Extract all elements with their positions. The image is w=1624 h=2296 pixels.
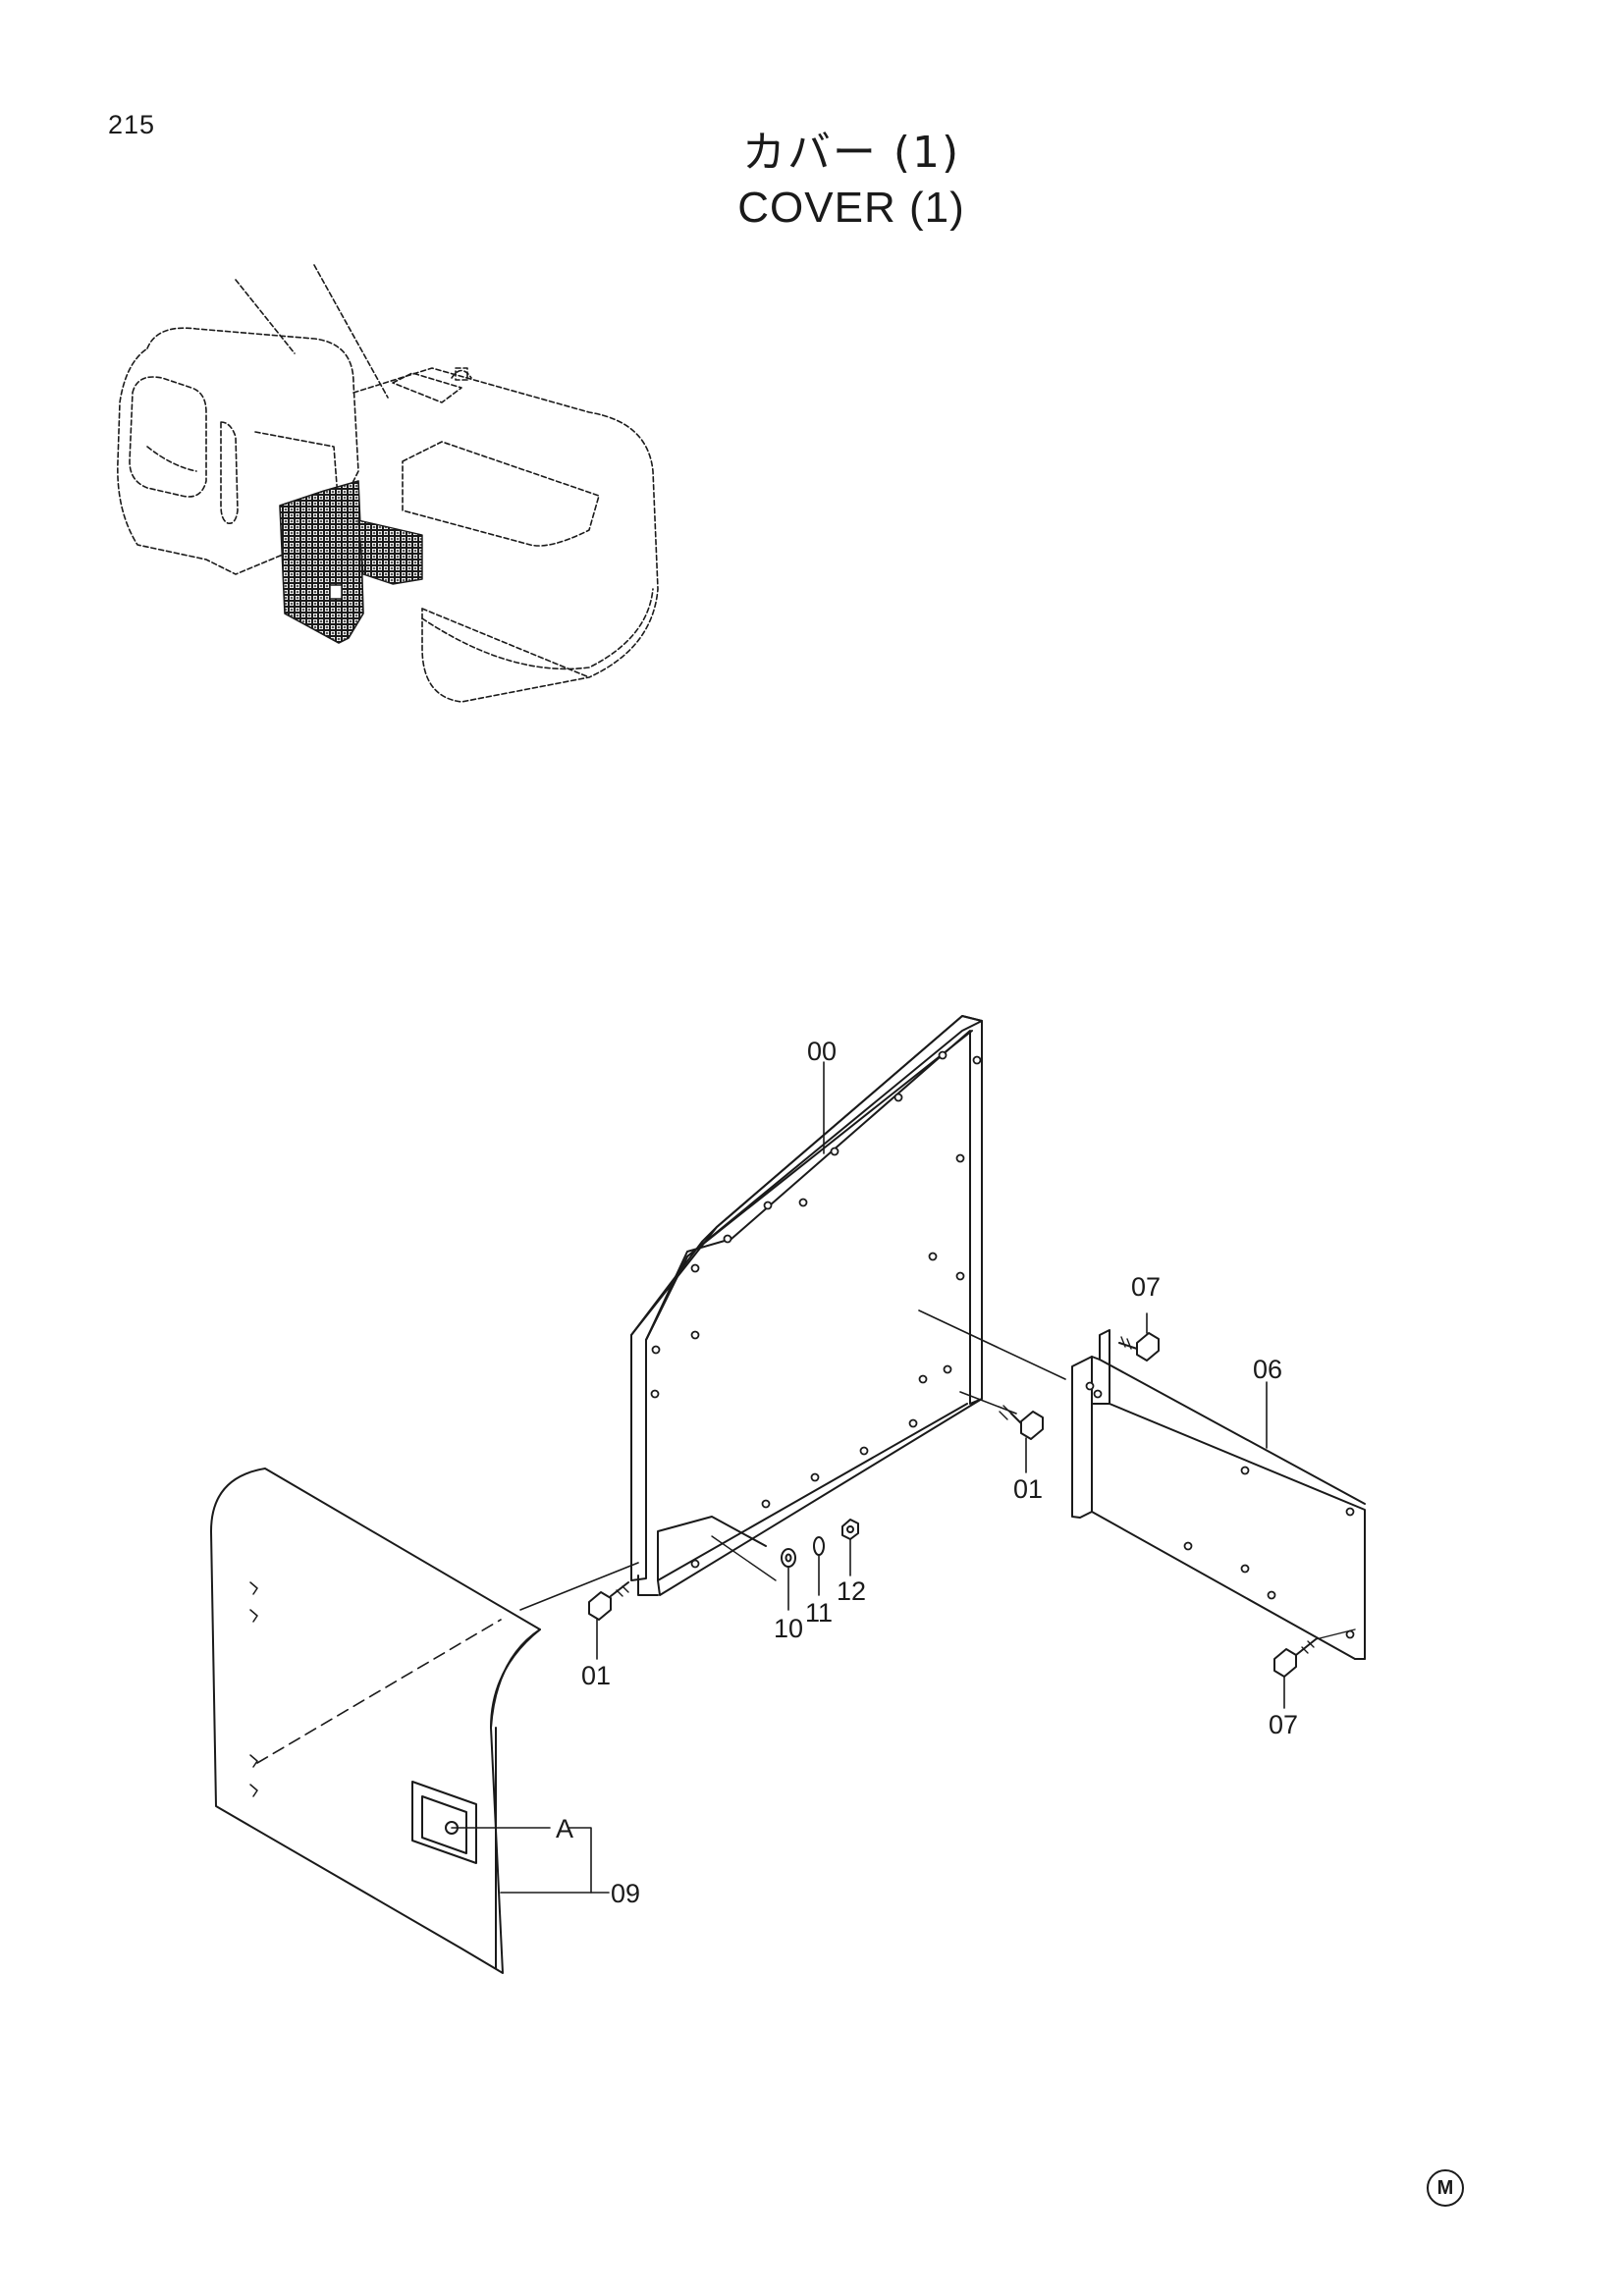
callout-01-left: 01 — [581, 1661, 611, 1690]
callout-07-top: 07 — [1131, 1272, 1161, 1302]
location-cover-latch — [329, 584, 343, 600]
boom-line-left — [235, 279, 296, 354]
callout-01-right: 01 — [1013, 1474, 1043, 1504]
hood-outline — [352, 367, 659, 703]
frame-foot — [637, 1575, 659, 1596]
washer-10 — [781, 1548, 796, 1568]
frame-bottom-tab — [657, 1516, 767, 1581]
leader-a-bracket — [568, 1827, 592, 1894]
door-to-frame-line — [519, 1562, 639, 1611]
counterweight-line — [421, 608, 590, 678]
callout-09: 09 — [611, 1879, 640, 1908]
part-door-09 — [210, 1468, 639, 1974]
cab-window-front — [129, 376, 207, 498]
title-japanese: カバー (1) — [741, 128, 961, 178]
boom-line-right — [313, 264, 389, 399]
nut-12 — [841, 1519, 859, 1540]
part-frame-00 — [630, 1015, 1066, 1596]
cab-window-side — [220, 421, 239, 525]
fuel-cap-neck — [455, 367, 468, 381]
lock-washer-11 — [813, 1536, 825, 1556]
door-latch-recess — [411, 1781, 477, 1864]
page-number: 215 — [108, 110, 156, 139]
location-view — [117, 264, 659, 703]
plate-top-edge — [1099, 1359, 1366, 1505]
callout-12: 12 — [837, 1576, 866, 1606]
frame-to-washer-line — [711, 1535, 777, 1581]
plate-bracket-front — [1071, 1356, 1093, 1519]
callout-a: A — [556, 1814, 573, 1843]
plate-bottom-edge — [1091, 1511, 1366, 1660]
bolt-07-bottom — [1273, 1629, 1356, 1678]
location-cover-highlight-2 — [357, 519, 423, 585]
frame-to-plate-line — [918, 1309, 1066, 1380]
door-latch-inner — [421, 1795, 467, 1854]
hood-step — [392, 372, 462, 403]
bolt-07-top — [1118, 1332, 1160, 1362]
footer-mark: M — [1427, 2169, 1464, 2207]
frame-outer — [630, 1015, 983, 1405]
part-plate-06 — [1071, 1329, 1366, 1660]
page-title: カバー (1) COVER (1) — [0, 126, 1624, 236]
callout-10: 10 — [774, 1614, 803, 1643]
callout-11: 11 — [805, 1598, 833, 1628]
engine-cover — [402, 441, 600, 547]
frame-inner-top — [645, 1030, 973, 1341]
frame-leader-hint — [631, 1242, 731, 1340]
location-cover-highlight-1 — [279, 480, 364, 644]
plate-bracket-side — [1091, 1329, 1366, 1660]
counterweight-curve — [421, 588, 654, 670]
callout-00: 00 — [807, 1037, 837, 1066]
cab-outline — [117, 327, 359, 575]
fuel-cap — [451, 369, 472, 379]
door-assembly-line — [256, 1619, 502, 1764]
callout-06: 06 — [1253, 1355, 1282, 1384]
bolt-01-right — [999, 1405, 1044, 1440]
frame-bottom-flange — [657, 1398, 983, 1596]
door-edge-inner — [490, 1629, 541, 1729]
bolt-01-left — [588, 1581, 629, 1621]
callout-07-bottom: 07 — [1269, 1710, 1298, 1739]
title-english: COVER (1) — [737, 184, 965, 232]
cab-window-sill — [146, 446, 197, 472]
leader-lines — [451, 1061, 1285, 1894]
